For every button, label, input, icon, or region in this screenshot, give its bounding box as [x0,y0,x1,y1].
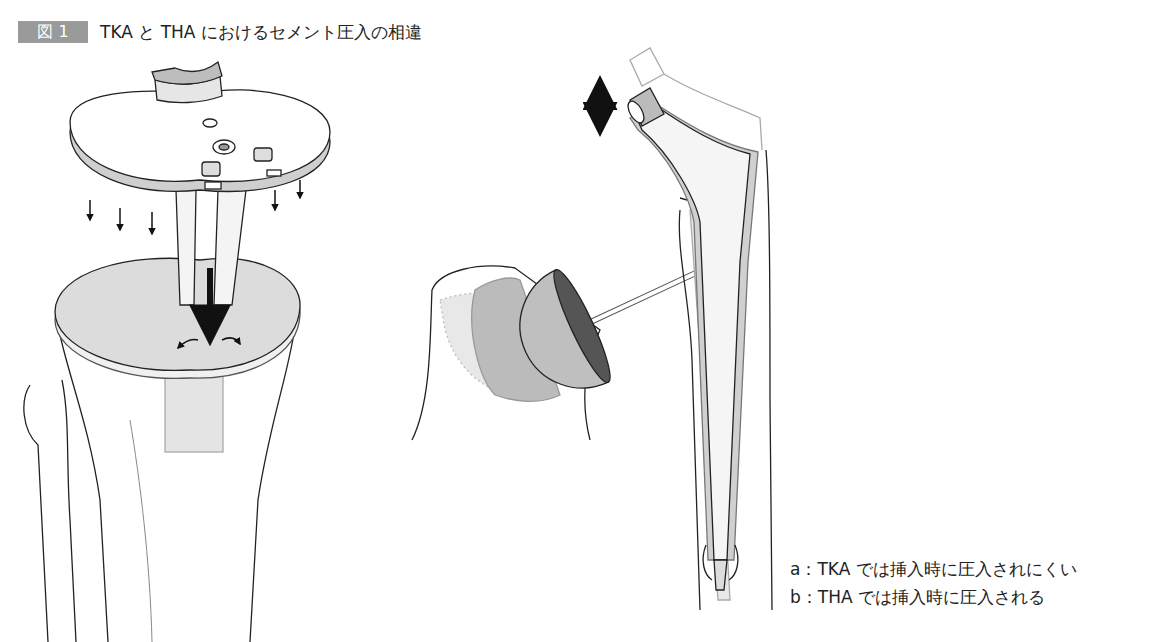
caption-note: b：THA では挿入時に圧入される [790,586,1045,609]
figure-title: TKA と THA におけるセメント圧入の相違 [100,21,422,44]
femur-figure [625,48,772,610]
flow-arrows [90,180,300,348]
double-arrow [598,82,603,130]
figure-number: 図 1 [37,22,68,43]
tibia-figure [24,62,330,642]
caption-note: a：TKA では挿入時に圧入されにくい [790,558,1077,581]
figure-number-box: 図 1 [18,21,88,43]
